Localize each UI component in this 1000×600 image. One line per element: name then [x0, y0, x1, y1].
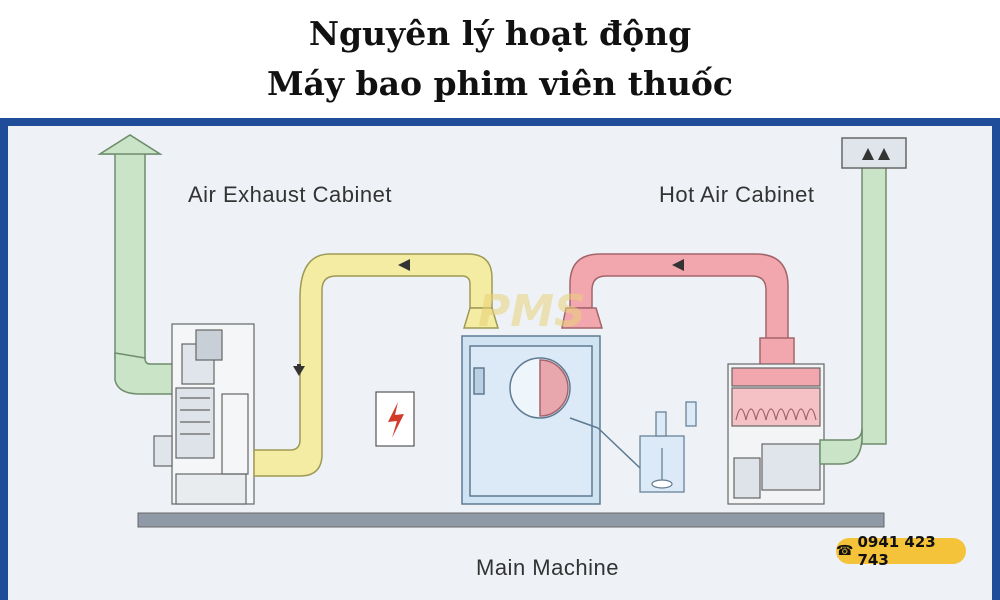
air-exhaust-cabinet-label: Air Exhaust Cabinet — [188, 182, 392, 207]
return-duct — [253, 253, 500, 477]
hot-air-cabinet — [727, 363, 825, 505]
main-machine-label: Main Machine — [476, 555, 619, 580]
title-line-1: Nguyên lý hoạt động — [308, 14, 692, 53]
phone-badge[interactable]: ☎ 0941 423 743 — [836, 533, 966, 569]
return-arrow-down-head — [293, 366, 305, 376]
title-line-2: Máy bao phim viên thuốc — [266, 64, 734, 103]
air-exhaust-cabinet — [153, 323, 255, 505]
pms-watermark: PMS — [478, 286, 586, 337]
base-rail — [137, 512, 885, 528]
hot-air-duct — [561, 253, 795, 367]
phone-number: 0941 423 743 — [857, 533, 936, 569]
intake-arrow-2 — [878, 148, 890, 160]
hot-air-cabinet-label: Hot Air Cabinet — [659, 182, 815, 207]
hot-air-arrow-left — [672, 259, 684, 271]
electric-panel — [375, 391, 415, 447]
phone-icon: ☎ — [836, 543, 854, 559]
return-arrow-left — [398, 259, 410, 271]
process-diagram: PMS — [97, 134, 907, 528]
exhaust-stack — [97, 134, 179, 395]
main-machine — [461, 335, 673, 505]
exhaust-arrow-head — [97, 134, 163, 155]
fresh-air-intake — [819, 137, 907, 465]
spray-tank — [639, 401, 697, 493]
intake-arrow-1 — [862, 148, 874, 160]
